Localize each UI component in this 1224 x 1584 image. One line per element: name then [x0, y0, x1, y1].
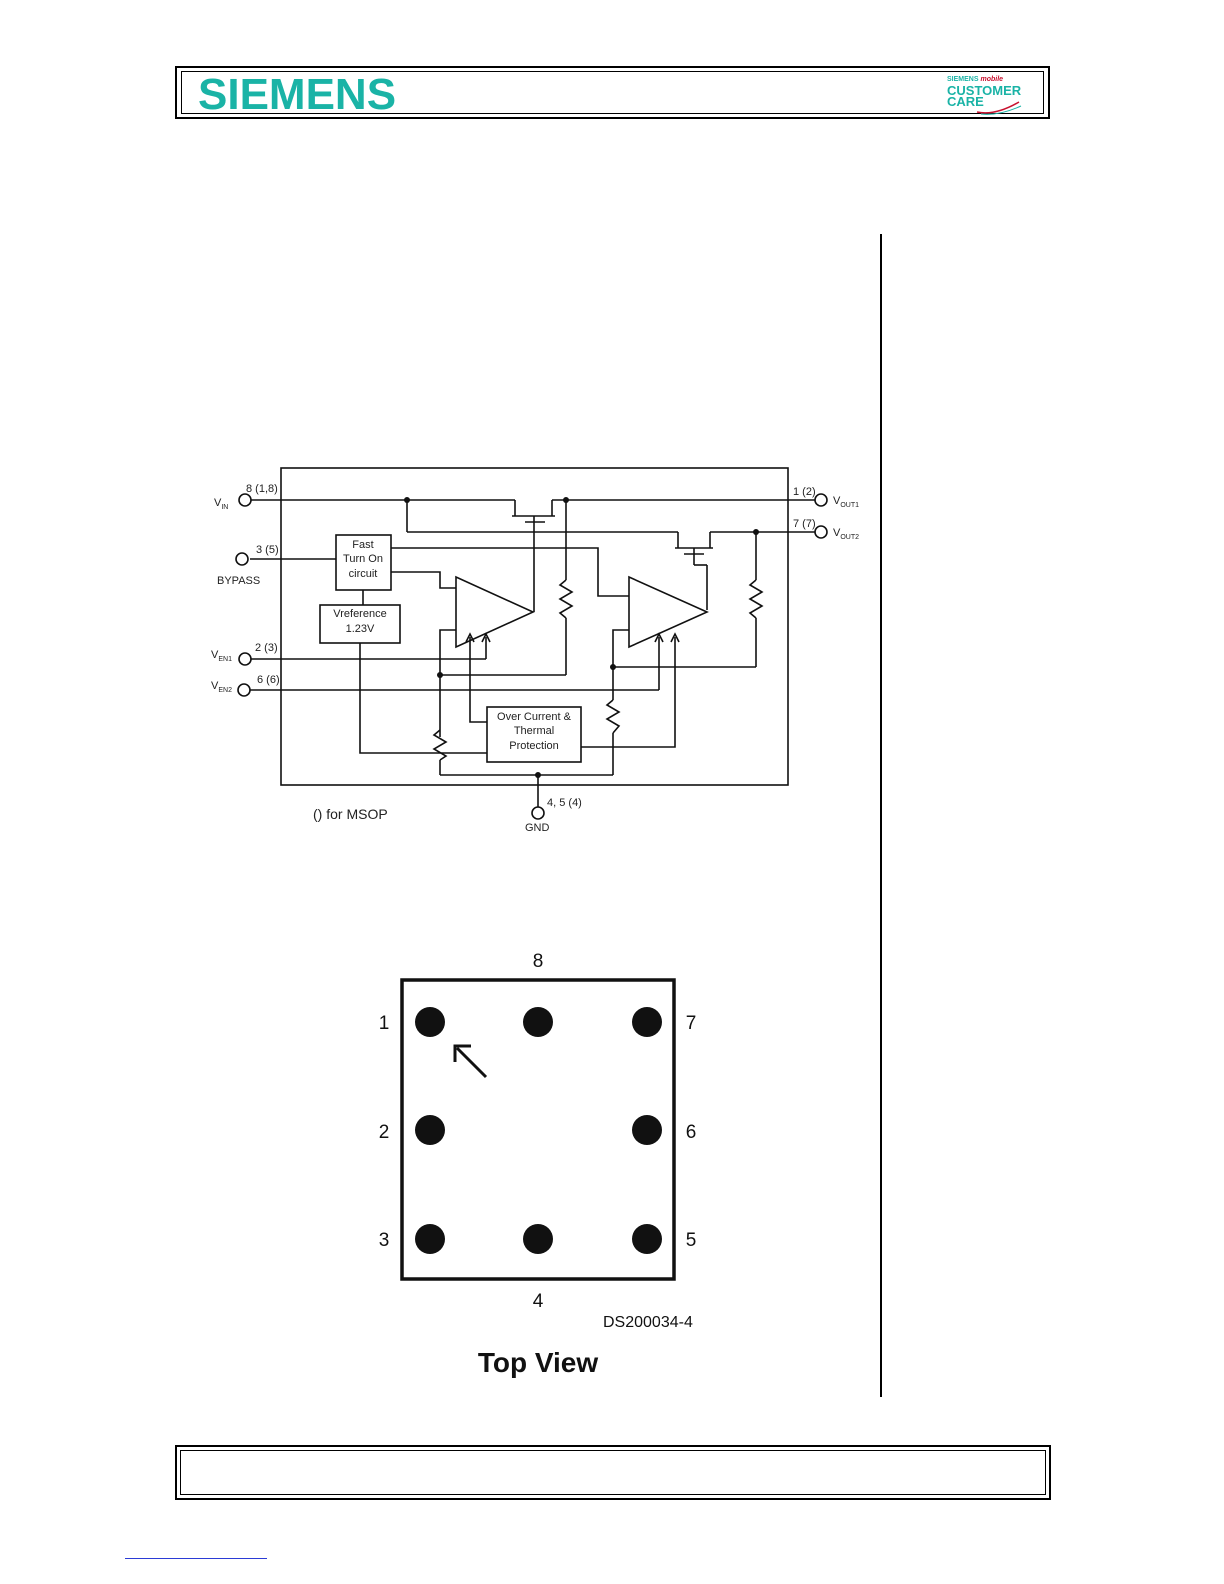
ball-5 [632, 1224, 662, 1254]
pin-label-left-2: 2 [379, 1122, 390, 1143]
fast-turn-on-line-3: circuit [349, 568, 378, 580]
ball-1 [415, 1007, 445, 1037]
pin-ven1-number: 2 (3) [255, 642, 278, 654]
pin-vin-label: VIN [214, 497, 228, 511]
header-inner-frame: SIEMENS SIEMENS mobile CUSTOMER CARE [181, 71, 1044, 114]
pin-label-right-3: 5 [686, 1230, 697, 1251]
ball-2 [415, 1115, 445, 1145]
pin-gnd-number: 4, 5 (4) [547, 797, 582, 809]
ball-6 [632, 1115, 662, 1145]
pin-vout1-label: VOUT1 [833, 495, 859, 509]
pin-ven2-number: 6 (6) [257, 674, 280, 686]
fast-turn-on-line-1: Fast [352, 539, 373, 551]
pin-bypass-number: 3 (5) [256, 544, 279, 556]
vreference-line-2: 1.23V [346, 623, 375, 635]
footer-inner-frame [180, 1450, 1046, 1495]
vreference-line-1: Vreference [333, 608, 386, 620]
pin-label-left-1: 1 [379, 1013, 390, 1034]
pin-label-top: 8 [533, 951, 544, 972]
pin-label-right-1: 7 [686, 1013, 697, 1034]
customer-care-logo: SIEMENS mobile CUSTOMER CARE [945, 74, 1029, 118]
logo-mobile-text: mobile [980, 76, 1003, 83]
pin-vin-number: 8 (1,8) [246, 483, 278, 495]
pin-gnd-label: GND [525, 822, 550, 834]
ball-7 [632, 1007, 662, 1037]
logo-siemens-small: SIEMENS [947, 76, 979, 83]
view-title: Top View [478, 1347, 599, 1378]
pin-label-right-2: 6 [686, 1122, 697, 1143]
ball-3 [415, 1224, 445, 1254]
drawing-code: DS200034-4 [603, 1314, 693, 1331]
pin-vout2-number: 7 (7) [793, 518, 816, 530]
logo-small-line: SIEMENS mobile [947, 76, 1003, 83]
page-footer [175, 1445, 1051, 1500]
pin1-arrow-icon [455, 1046, 486, 1077]
swoosh-icon [975, 100, 1025, 116]
protection-line-3: Protection [509, 740, 559, 752]
msop-note: () for MSOP [313, 806, 388, 822]
pin-label-bottom: 4 [533, 1291, 544, 1312]
protection-line-2: Thermal [514, 725, 554, 737]
pin-vout2-label: VOUT2 [833, 527, 859, 541]
package-top-view: 8 4 1 2 3 7 6 5 DS200034-4 Top View [360, 940, 720, 1390]
pin-vout1-number: 1 (2) [793, 486, 816, 498]
pin-ven1-label: VEN1 [211, 649, 232, 663]
ball-4 [523, 1224, 553, 1254]
protection-line-1: Over Current & [497, 711, 572, 723]
fast-turn-on-line-2: Turn On [343, 553, 383, 565]
page-header: SIEMENS SIEMENS mobile CUSTOMER CARE [175, 66, 1050, 119]
pin-label-left-3: 3 [379, 1230, 390, 1251]
siemens-logo: SIEMENS [198, 72, 396, 118]
right-margin-rule [880, 234, 882, 1397]
block-diagram: 8 (1,8) VIN 3 (5) BYPASS 2 (3) VEN1 6 (6… [200, 460, 880, 850]
pin-ven2-label: VEN2 [211, 680, 232, 694]
footer-link-underline[interactable] [125, 1558, 267, 1559]
ball-8 [523, 1007, 553, 1037]
pin-bypass-label: BYPASS [217, 575, 260, 587]
